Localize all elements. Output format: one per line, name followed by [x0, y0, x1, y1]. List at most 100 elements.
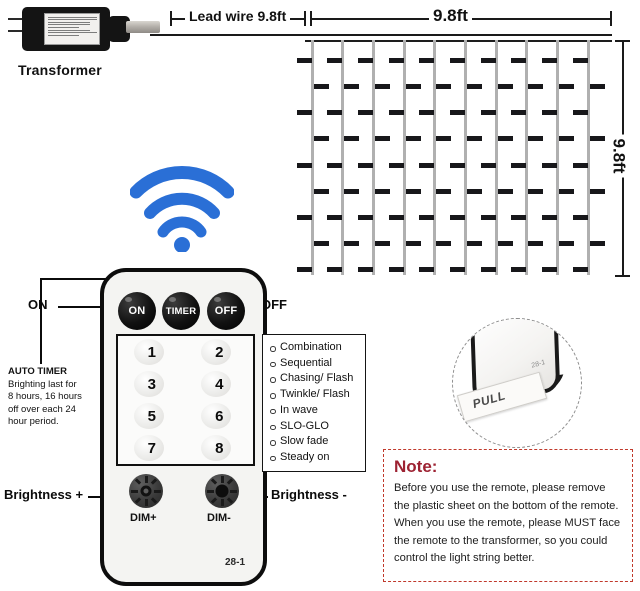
- remote-button-off[interactable]: OFF: [207, 292, 245, 330]
- led-bulb: [467, 136, 482, 141]
- led-bulb: [436, 241, 451, 246]
- auto-timer-line-1: Brighting last for: [8, 378, 77, 390]
- auto-timer-note: AUTO TIMER Brighting last for 8 hours, 1…: [8, 366, 100, 429]
- led-bulb: [573, 163, 588, 168]
- curtain-height-tick-top: [615, 40, 630, 42]
- led-bulb: [344, 84, 359, 89]
- led-bulb: [314, 189, 329, 194]
- led-bulb: [559, 189, 574, 194]
- note-box: Note: Before you use the remote, please …: [383, 449, 633, 582]
- light-strand: [495, 40, 498, 275]
- note-body: Before you use the remote, please remove…: [394, 482, 621, 564]
- led-bulb: [498, 136, 513, 141]
- led-bulb: [375, 241, 390, 246]
- transformer-rating-label: [44, 13, 100, 45]
- remote-key-label: 5: [147, 407, 156, 425]
- curtain-width-tick-left: [310, 11, 312, 26]
- light-curtain-graphic: [297, 40, 612, 275]
- led-bulb: [389, 215, 404, 220]
- led-bulb: [297, 110, 312, 115]
- light-strand: [587, 40, 590, 275]
- led-bulb: [406, 189, 421, 194]
- led-bulb: [375, 136, 390, 141]
- auto-timer-leader-v2: [40, 278, 42, 364]
- led-bulb: [419, 163, 434, 168]
- remote-button-timer[interactable]: TIMER: [162, 292, 200, 330]
- callout-on: ON: [28, 297, 48, 312]
- remote-key-1[interactable]: 1: [118, 336, 186, 368]
- led-bulb: [436, 136, 451, 141]
- led-bulb: [528, 136, 543, 141]
- remote-button-timer-label: TIMER: [165, 305, 197, 317]
- led-bulb: [559, 241, 574, 246]
- remote-key-label: 6: [215, 407, 224, 425]
- led-bulb: [511, 215, 526, 220]
- led-bulb: [511, 267, 526, 272]
- led-bulb: [419, 267, 434, 272]
- remote-key-6[interactable]: 6: [186, 400, 254, 432]
- remote-key-label: 7: [147, 439, 156, 457]
- remote-key-2[interactable]: 2: [186, 336, 254, 368]
- led-bulb: [436, 84, 451, 89]
- led-bulb: [590, 136, 605, 141]
- light-strand: [464, 40, 467, 275]
- remote-key-5[interactable]: 5: [118, 400, 186, 432]
- mode-item: Steady on: [269, 450, 361, 466]
- led-bulb: [389, 163, 404, 168]
- led-bulb: [450, 110, 465, 115]
- mode-item: Sequential: [269, 356, 361, 372]
- led-bulb: [559, 136, 574, 141]
- wifi-signal-icon: [129, 148, 235, 253]
- auto-timer-line-4: hour period.: [8, 416, 59, 427]
- mode-item: Combination: [269, 340, 361, 356]
- led-bulb: [481, 215, 496, 220]
- led-bulb: [406, 241, 421, 246]
- remote-key-4[interactable]: 4: [186, 368, 254, 400]
- led-bulb: [467, 241, 482, 246]
- led-bulb: [528, 84, 543, 89]
- led-bulb: [375, 84, 390, 89]
- led-bulb: [297, 163, 312, 168]
- led-bulb: [573, 110, 588, 115]
- curtain-width-label: 9.8ft: [429, 6, 472, 26]
- led-bulb: [314, 241, 329, 246]
- led-bulb: [542, 58, 557, 63]
- transformer-image: [8, 4, 168, 56]
- lead-wire-dim-tick-right: [304, 11, 306, 26]
- dim-minus-core: [215, 484, 229, 498]
- callout-brightness-minus: Brightness -: [271, 487, 347, 502]
- light-strand: [341, 40, 344, 275]
- remote-model-label: 28-1: [224, 557, 245, 568]
- curtain-top-wire: [305, 40, 612, 42]
- remote-button-on-label: ON: [128, 305, 146, 317]
- lead-wire: [150, 34, 612, 36]
- remote-key-7[interactable]: 7: [118, 432, 186, 464]
- remote-key-8[interactable]: 8: [186, 432, 254, 464]
- auto-timer-title: AUTO TIMER: [8, 366, 67, 377]
- led-bulb: [358, 58, 373, 63]
- remote-button-dim-minus[interactable]: [205, 474, 239, 508]
- led-bulb: [481, 110, 496, 115]
- led-bulb: [327, 110, 342, 115]
- remote-button-on[interactable]: ON: [118, 292, 156, 330]
- led-bulb: [467, 189, 482, 194]
- dim-minus-caption: DIM-: [207, 512, 231, 524]
- pull-tab-inset: 28-1 PULL: [452, 318, 582, 448]
- light-strand: [433, 40, 436, 275]
- led-bulb: [559, 84, 574, 89]
- led-bulb: [511, 163, 526, 168]
- led-bulb: [511, 58, 526, 63]
- curtain-width-tick-right: [610, 11, 612, 26]
- remote-key-3[interactable]: 3: [118, 368, 186, 400]
- remote-key-label: 4: [215, 375, 224, 393]
- led-bulb: [481, 163, 496, 168]
- led-bulb: [481, 267, 496, 272]
- led-bulb: [327, 163, 342, 168]
- led-bulb: [327, 58, 342, 63]
- led-bulb: [358, 110, 373, 115]
- remote-button-dim-plus[interactable]: [129, 474, 163, 508]
- transformer-prong-upper: [8, 18, 24, 20]
- led-bulb: [344, 241, 359, 246]
- led-bulb: [590, 84, 605, 89]
